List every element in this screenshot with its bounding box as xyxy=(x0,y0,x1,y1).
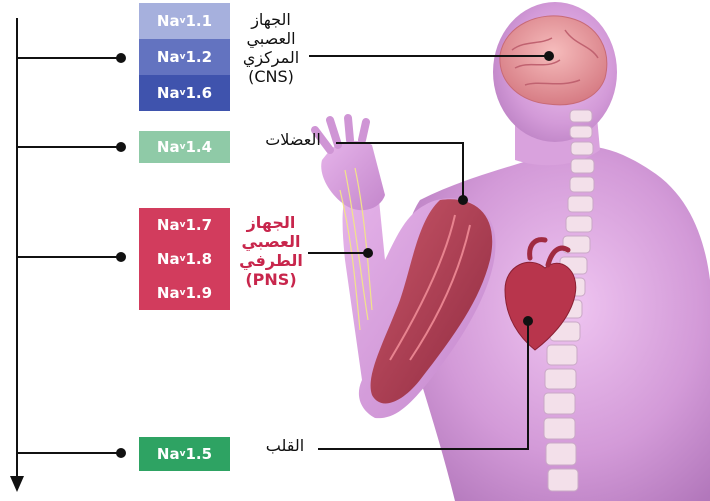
leader-heart xyxy=(318,321,528,449)
leader-muscle xyxy=(336,143,463,200)
label-muscles: العضلات xyxy=(250,130,336,149)
label-heart: القلب xyxy=(252,436,318,455)
arrow-down-icon xyxy=(10,476,24,492)
label-cns: الجهاز العصبي المركزي (CNS) xyxy=(230,10,312,86)
label-pns: الجهاز العصبي الطرفي (PNS) xyxy=(232,213,310,289)
